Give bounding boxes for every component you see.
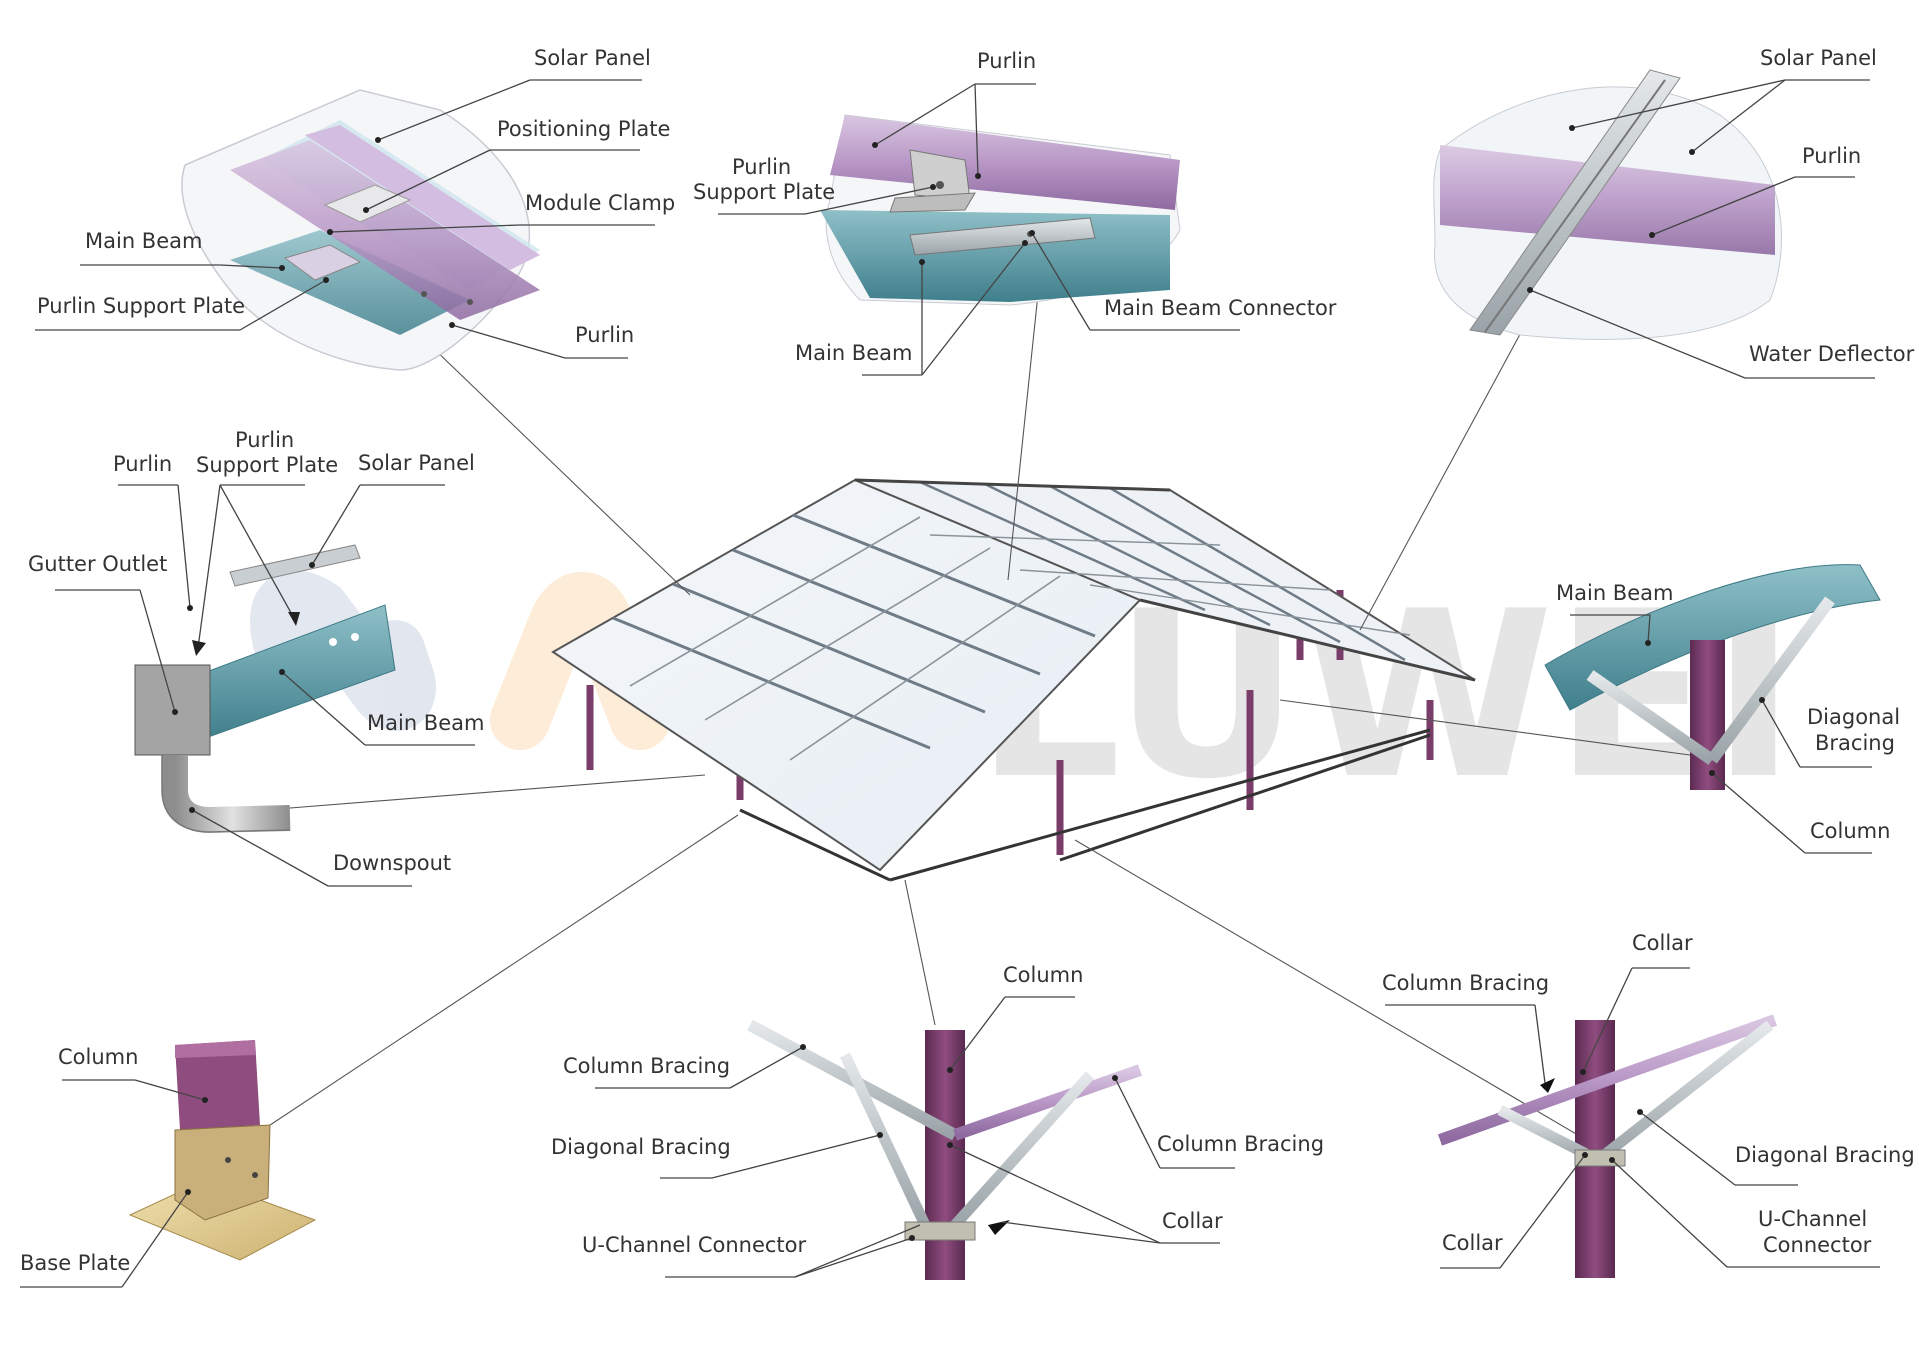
label-column-bracing: Column Bracing <box>1382 971 1549 995</box>
label-base-plate: Base Plate <box>20 1251 130 1275</box>
labels-bracing-center: Column Column Bracing Diagonal Bracing C… <box>551 963 1324 1278</box>
label-diagonal-bracing-2: Bracing <box>1815 731 1895 755</box>
label-downspout: Downspout <box>333 851 451 875</box>
labels-bracing-right: Collar Column Bracing Diagonal Bracing C… <box>1382 931 1915 1269</box>
label-main-beam: Main Beam <box>795 341 912 365</box>
label-collar-bottom: Collar <box>1442 1231 1503 1255</box>
label-u-channel-connector: U-Channel Connector <box>582 1233 807 1257</box>
label-main-beam-connector: Main Beam Connector <box>1104 296 1337 320</box>
label-u-channel-connector-2: Connector <box>1763 1233 1872 1257</box>
label-column: Column <box>58 1045 138 1069</box>
callout-lines <box>254 274 1691 1146</box>
label-column-bracing-left: Column Bracing <box>563 1054 730 1078</box>
label-purlin-support-plate-1: Purlin <box>732 155 791 179</box>
label-purlin: Purlin <box>1802 144 1861 168</box>
label-purlin: Purlin <box>977 49 1036 73</box>
label-purlin-support-plate-2: Support Plate <box>693 180 835 204</box>
label-purlin-support-plate-2: Support Plate <box>196 453 338 477</box>
detail-water-deflector <box>1433 69 1782 340</box>
detail-column-bracing-right <box>1437 1014 1778 1278</box>
label-purlin: Purlin <box>575 323 634 347</box>
label-diagonal-bracing: Diagonal Bracing <box>551 1135 731 1159</box>
label-solar-panel: Solar Panel <box>358 451 475 475</box>
labels-top-left: Solar Panel Positioning Plate Module Cla… <box>35 46 675 359</box>
label-water-deflector: Water Deflector <box>1749 342 1915 366</box>
label-u-channel-connector-1: U-Channel <box>1758 1207 1867 1231</box>
label-main-beam: Main Beam <box>85 229 202 253</box>
labels-top-center: Purlin Purlin Support Plate Main Beam Co… <box>693 49 1337 376</box>
labels-gutter: Purlin Purlin Support Plate Solar Panel … <box>28 428 484 887</box>
carport-main-structure <box>551 478 1476 882</box>
label-purlin: Purlin <box>113 452 172 476</box>
label-column: Column <box>1003 963 1083 987</box>
label-column-bracing-right: Column Bracing <box>1157 1132 1324 1156</box>
label-purlin-support-plate: Purlin Support Plate <box>37 294 245 318</box>
detail-diagonal-bracing <box>1544 564 1881 790</box>
label-diagonal-bracing: Diagonal Bracing <box>1735 1143 1915 1167</box>
label-positioning-plate: Positioning Plate <box>497 117 670 141</box>
labels-top-right: Solar Panel Purlin Water Deflector <box>1527 46 1915 379</box>
label-collar-top: Collar <box>1632 931 1693 955</box>
label-solar-panel: Solar Panel <box>534 46 651 70</box>
label-column: Column <box>1810 819 1890 843</box>
label-purlin-support-plate-1: Purlin <box>235 428 294 452</box>
label-gutter-outlet: Gutter Outlet <box>28 552 167 576</box>
label-main-beam: Main Beam <box>367 711 484 735</box>
labels-base-plate: Column Base Plate <box>20 1045 208 1288</box>
detail-column-bracing-center <box>747 1019 1142 1280</box>
label-solar-panel: Solar Panel <box>1760 46 1877 70</box>
label-collar: Collar <box>1162 1209 1223 1233</box>
label-diagonal-bracing-1: Diagonal <box>1807 705 1900 729</box>
detail-base-plate <box>128 1040 317 1261</box>
detail-main-beam-connector <box>820 114 1181 306</box>
labels-beam-right: Main Beam Diagonal Bracing Column <box>1556 581 1900 854</box>
label-module-clamp: Module Clamp <box>525 191 675 215</box>
label-main-beam: Main Beam <box>1556 581 1673 605</box>
detail-panel-module-clamp <box>181 89 540 371</box>
